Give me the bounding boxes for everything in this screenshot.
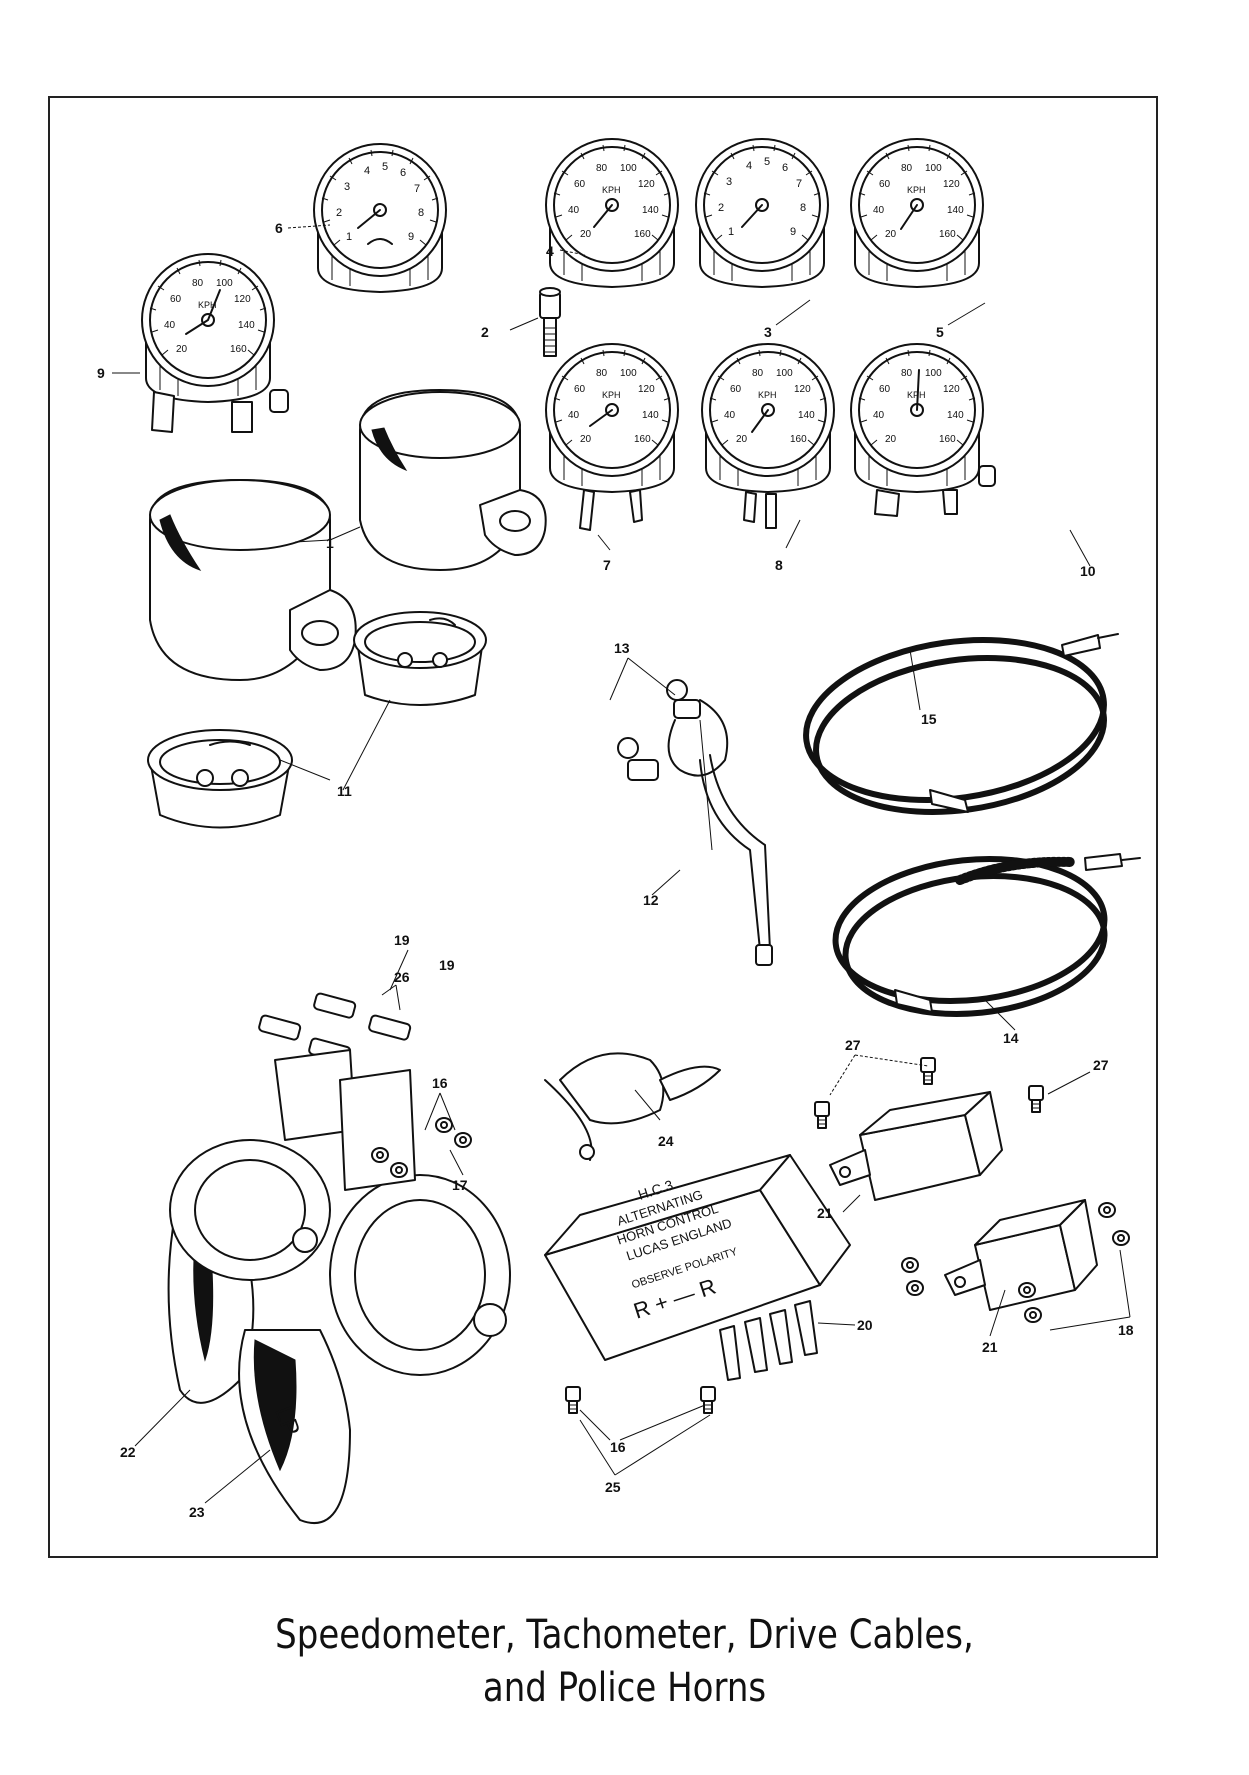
speedometer-5	[850, 138, 984, 288]
instrument-bracket-1	[149, 389, 547, 681]
callout-4: 4	[546, 243, 554, 259]
callout-19-top: 19	[394, 932, 410, 948]
callout-21-left: 21	[817, 1205, 833, 1221]
leader-lines	[112, 224, 1131, 1504]
callout-14: 14	[1003, 1030, 1019, 1046]
horn-switch-24	[544, 1052, 721, 1161]
instrument-cup-11	[147, 611, 487, 829]
horn-relay-21a	[829, 1091, 1003, 1201]
callout-19-right: 19	[439, 957, 455, 973]
callout-23: 23	[189, 1504, 205, 1520]
callout-12: 12	[643, 892, 659, 908]
callout-27-left: 27	[845, 1037, 861, 1053]
tachometer-3	[695, 138, 829, 288]
bulb-harness-12	[617, 679, 773, 966]
callout-24: 24	[658, 1133, 674, 1149]
callout-22: 22	[120, 1444, 136, 1460]
horn-relay-21b	[944, 1199, 1098, 1311]
speedometer-8	[701, 343, 835, 529]
callout-numbers: 6 4 2 3 5 9 1 7 8 10 13 15 11 12 19 19 2…	[97, 220, 1134, 1520]
callout-10: 10	[1080, 563, 1096, 579]
diagram-frame	[48, 96, 1158, 1558]
callout-5: 5	[936, 324, 944, 340]
callout-13: 13	[614, 640, 630, 656]
callout-7: 7	[603, 557, 611, 573]
callout-2: 2	[481, 324, 489, 340]
screws-25	[565, 1386, 716, 1414]
callout-17: 17	[452, 1177, 468, 1193]
callout-20: 20	[857, 1317, 873, 1333]
callout-25: 25	[605, 1479, 621, 1495]
callout-16-bottom: 16	[610, 1439, 626, 1455]
speedometer-7	[545, 343, 679, 531]
speedometer-4	[545, 138, 679, 288]
caption-line-1: Speedometer, Tachometer, Drive Cables,	[275, 1612, 974, 1658]
speedometer-9	[141, 253, 289, 433]
callout-21-bottom: 21	[982, 1339, 998, 1355]
callout-1: 1	[326, 535, 334, 551]
caption-line-2: and Police Horns	[482, 1665, 767, 1711]
callout-18: 18	[1118, 1322, 1134, 1338]
drive-cable-15	[803, 633, 1119, 815]
drive-cable-14	[832, 853, 1141, 1017]
callout-9: 9	[97, 365, 105, 381]
speedometer-10	[850, 343, 996, 517]
horn-control-box-20: H.C.3 ALTERNATING HORN CONTROL LUCAS ENG…	[544, 1154, 851, 1381]
horn-23: LP	[238, 1069, 511, 1525]
callout-16-top: 16	[432, 1075, 448, 1091]
horn-22	[167, 1049, 356, 1404]
callout-8: 8	[775, 557, 783, 573]
callout-11: 11	[337, 783, 352, 799]
callout-6: 6	[275, 220, 283, 236]
callout-26: 26	[394, 969, 410, 985]
callout-27-right: 27	[1093, 1057, 1109, 1073]
callout-3: 3	[764, 324, 772, 340]
callout-15: 15	[921, 711, 937, 727]
stud-2	[539, 287, 561, 357]
tachometer-6	[313, 143, 447, 293]
